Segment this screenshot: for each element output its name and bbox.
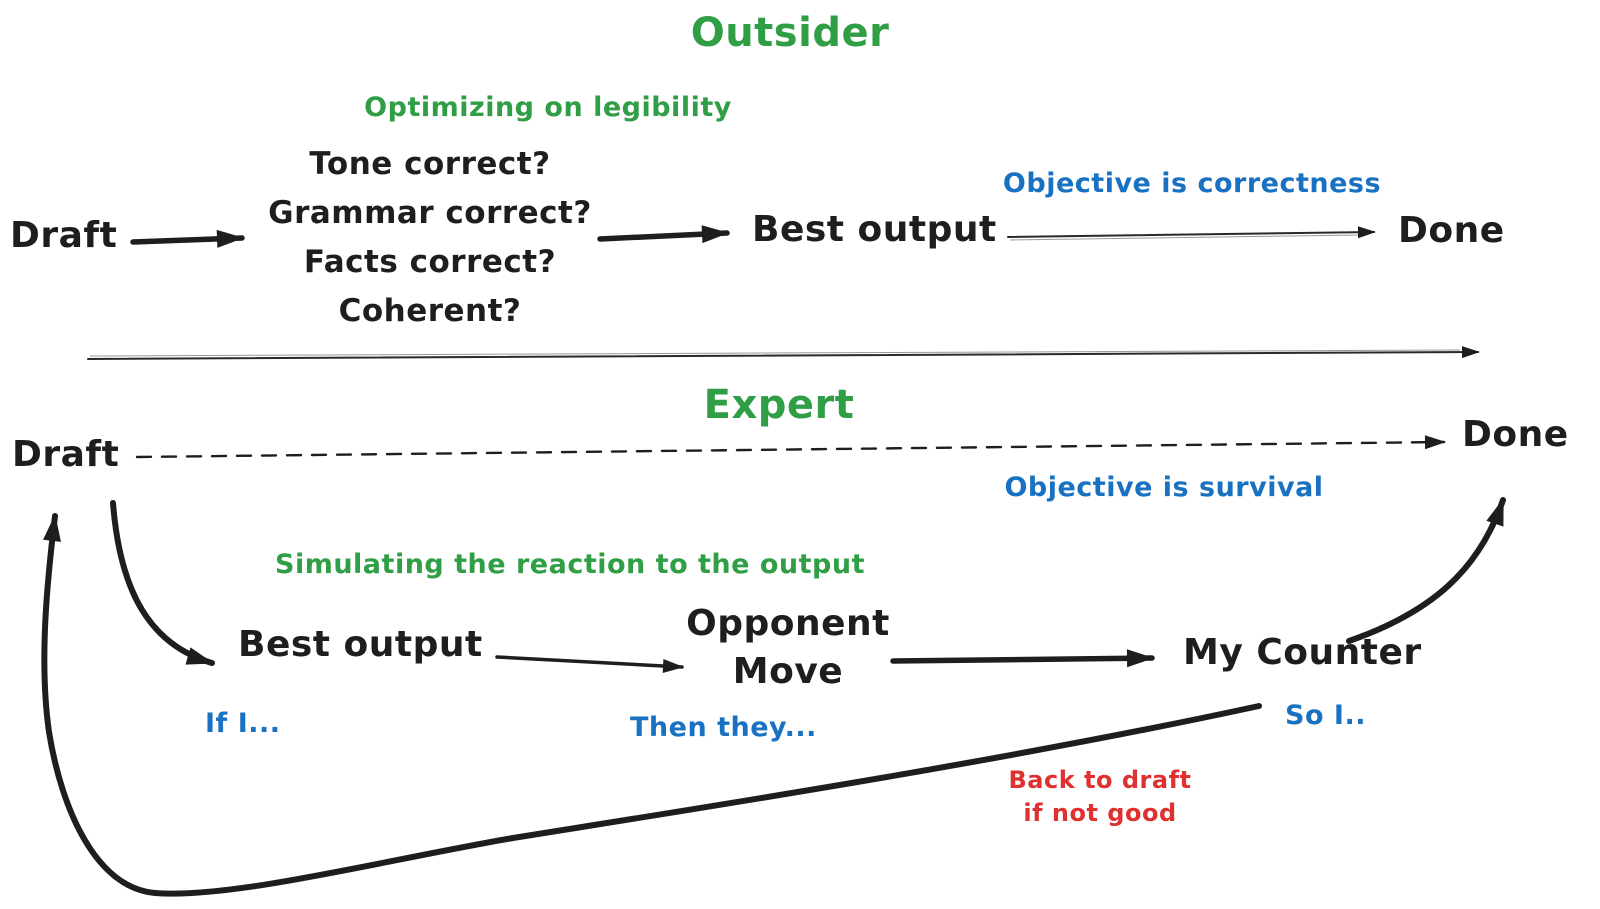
checklist-item-facts: Facts correct? [303,244,557,280]
expert-done-node: Done [1462,414,1569,455]
expert-draft-node: Draft [12,434,120,475]
outsider-title: Outsider [690,10,890,56]
section-divider-arrow [87,346,1480,360]
opponent-move-line2: Move [732,651,844,692]
so-i-annotation: So I.. [1285,700,1366,731]
back-note-line1: Back to draft [1008,766,1192,794]
outsider-done-node: Done [1398,210,1505,251]
arrow-best-output-to-done-sketch-stroke [1009,234,1361,241]
arrow-best-output-to-opponent [495,655,684,673]
curve-draft-to-best-output [110,500,215,666]
dashed-arrow-draft-to-done [135,435,1446,459]
arrow-draft-to-checklist [130,229,245,248]
back-to-draft-note: Back to draft if not good [1009,764,1192,830]
arrow-best-output-to-done [1007,226,1376,239]
arrow-checklist-to-best-output [597,225,730,244]
outsider-draft-node: Draft [10,215,118,256]
checklist-item-tone: Tone correct? [309,146,551,182]
outsider-checklist: Tone correct? Grammar correct? Facts cor… [268,140,592,336]
then-they-annotation: Then they... [630,712,817,743]
outsider-annotation: Optimizing on legibility [364,92,732,123]
expert-annotation: Simulating the reaction to the output [275,549,865,580]
expert-title: Expert [703,382,855,428]
back-note-line2: if not good [1023,799,1177,827]
section-divider-sketch-stroke [89,349,1461,357]
expert-best-output-node: Best output [238,624,483,665]
opponent-move-node: Opponent Move [686,600,890,696]
arrow-opponent-to-my-counter [890,649,1155,668]
expert-objective-annotation: Objective is survival [1004,472,1324,503]
curve-my-counter-to-done [1346,497,1506,644]
my-counter-node: My Counter [1183,632,1422,673]
checklist-item-grammar: Grammar correct? [268,195,592,231]
if-i-annotation: If I... [205,708,281,739]
outsider-objective-annotation: Objective is correctness [1002,168,1382,199]
checklist-item-coherent: Coherent? [338,293,522,329]
opponent-move-line1: Opponent [686,603,890,644]
outsider-best-output-node: Best output [752,209,997,250]
